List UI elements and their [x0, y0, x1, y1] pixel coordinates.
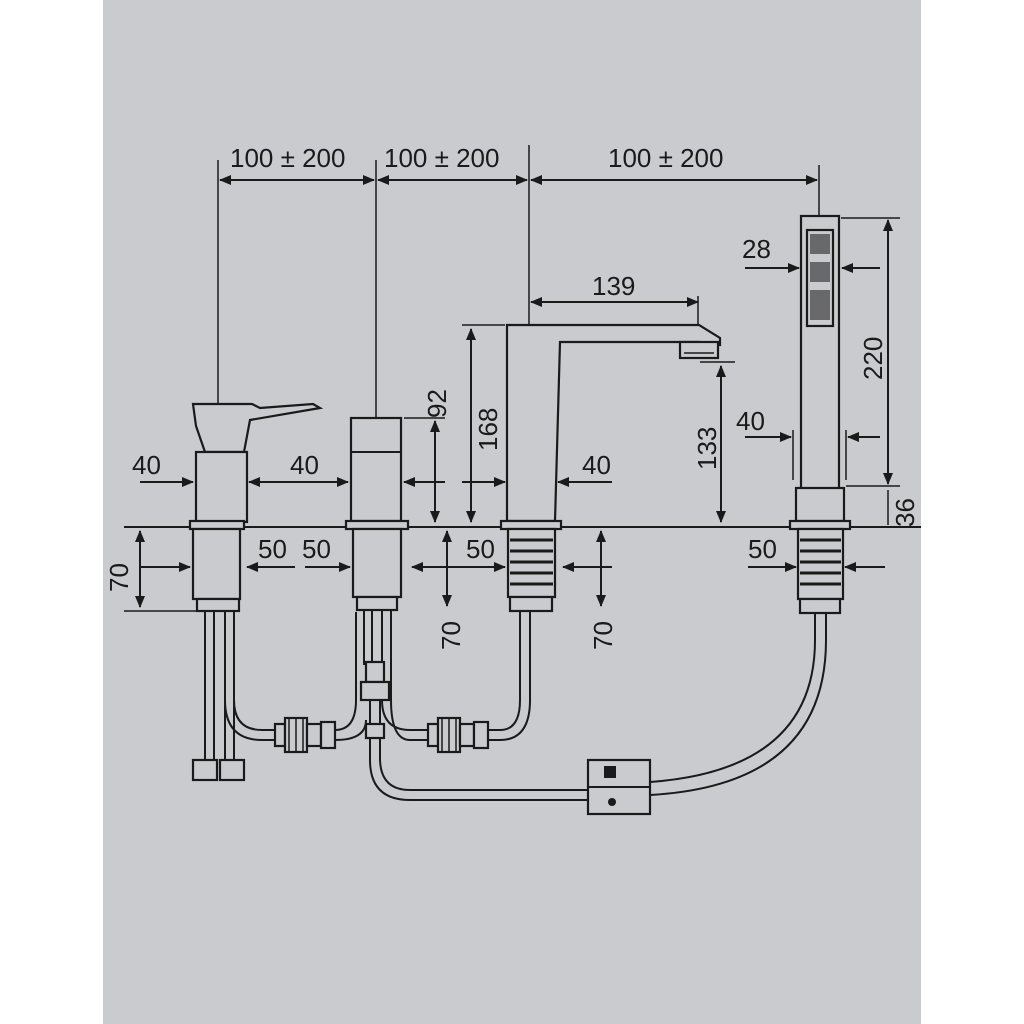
dim-mixer-shank: 50	[258, 534, 287, 564]
dim-spout-outlet: 133	[692, 427, 722, 470]
dim-spacing-2: 100 ± 200	[384, 143, 499, 173]
dim-mixer-thread: 70	[104, 563, 134, 592]
shower-hose	[586, 613, 827, 816]
dim-spacing-1: 100 ± 200	[230, 143, 345, 173]
dim-diverter-height: 92	[422, 389, 452, 418]
dim-spout-reach: 139	[592, 271, 635, 301]
dim-diverter-thread: 70	[436, 621, 466, 650]
bath-spout	[499, 145, 722, 613]
dim-diverter-body: 40	[290, 450, 319, 480]
diverter-connections	[334, 610, 590, 801]
hand-shower	[788, 165, 852, 615]
dim-mixer-body: 40	[132, 450, 161, 480]
dim-spacing-3: 100 ± 200	[608, 143, 723, 173]
dim-handshower-width: 28	[742, 234, 771, 264]
dim-handshower-base: 36	[890, 498, 920, 527]
mixer-lever	[188, 160, 324, 613]
dim-spout-thread: 70	[588, 621, 618, 650]
diverter-handle	[344, 160, 410, 612]
dim-spout-height: 168	[473, 408, 503, 451]
mixer-supply-hoses	[191, 612, 275, 782]
dim-spout-shank: 50	[466, 534, 495, 564]
dimension-lines	[124, 175, 900, 612]
dim-handshower-shank: 50	[748, 534, 777, 564]
hose-connector-left	[273, 716, 337, 754]
hose-connector-right	[426, 612, 531, 754]
dim-diverter-shank: 50	[302, 534, 331, 564]
dim-spout-body: 40	[582, 450, 611, 480]
dim-handshower-length: 220	[858, 337, 888, 380]
dim-handshower-body: 40	[736, 406, 765, 436]
